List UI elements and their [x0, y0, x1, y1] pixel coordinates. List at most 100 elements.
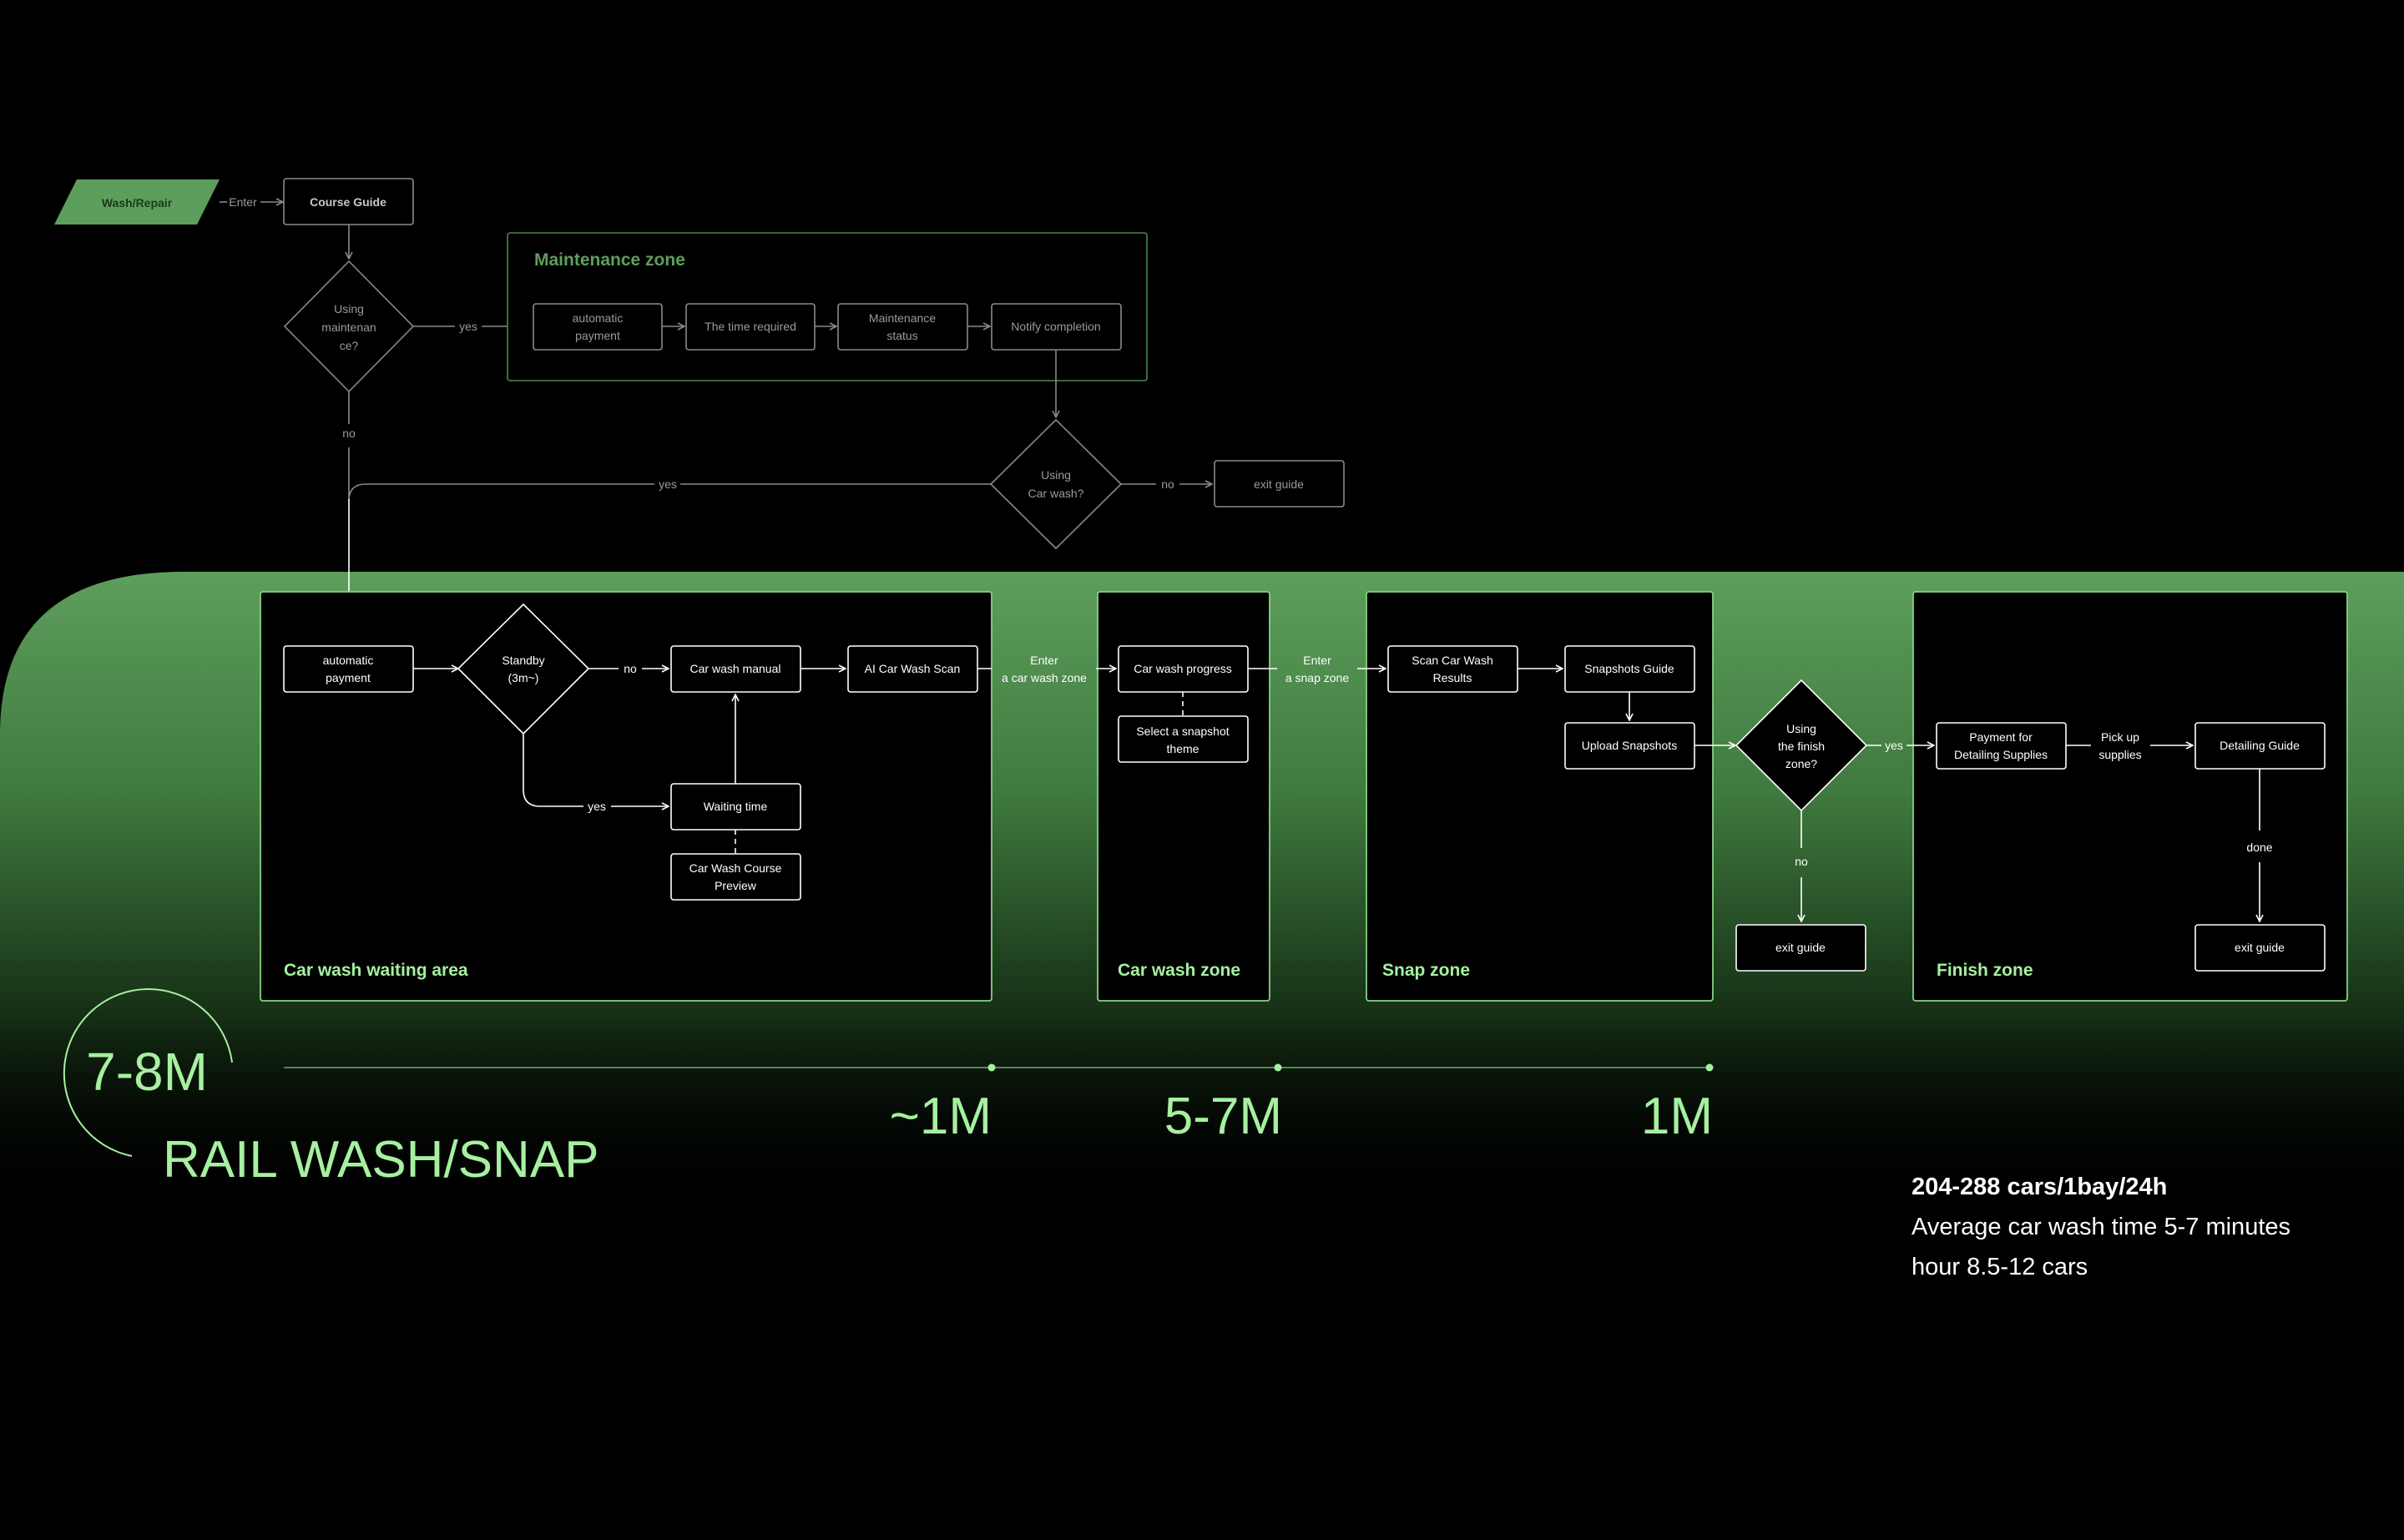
standby-line1: Standby: [502, 654, 544, 667]
maintenance-step-status-line2: status: [886, 329, 917, 342]
enter-snap-line2: a snap zone: [1285, 671, 1349, 684]
maintenance-zone: Maintenance zone: [507, 232, 1148, 381]
enter-carwash-line1: Enter: [1030, 654, 1058, 667]
carwash-progress-box: Car wash progress: [1118, 645, 1249, 693]
snapshot-theme-line1: Select a snapshot: [1136, 725, 1229, 738]
maintenance-zone-title: Maintenance zone: [534, 250, 685, 270]
pickup-line1: Pick up: [2101, 730, 2139, 744]
dimension-dot-3: [1705, 1063, 1714, 1072]
waiting-area-zone: Car wash waiting area: [260, 591, 992, 1002]
carwash-yes-label: yes: [659, 477, 677, 491]
done-label: done: [2246, 841, 2272, 854]
snapshot-theme-box: Select a snapshot theme: [1118, 715, 1249, 763]
decision-finish: Using the finish zone?: [1735, 679, 1868, 812]
standby-yes-label: yes: [588, 800, 606, 813]
decision-carwash: Using Car wash?: [989, 418, 1123, 550]
finish-exit-box: exit guide: [2194, 924, 2326, 972]
carwash-zone: Car wash zone: [1097, 591, 1270, 1002]
snapshots-guide-box: Snapshots Guide: [1564, 645, 1695, 693]
decision-carwash-line1: Using: [1041, 468, 1071, 482]
maintenance-step-status-line1: Maintenance: [869, 311, 936, 325]
decision-maintenance: Using maintenan ce?: [283, 260, 415, 393]
enter-snap-line1: Enter: [1303, 654, 1331, 667]
detailing-payment-box: Payment for Detailing Supplies: [1936, 722, 2067, 770]
standby-no-label: no: [624, 662, 637, 675]
snapshots-guide-label: Snapshots Guide: [1584, 662, 1674, 675]
decision-maintenance-line2: maintenan: [321, 321, 376, 334]
summary-block: 204-288 cars/1bay/24h Average car wash t…: [1912, 1167, 2290, 1287]
waiting-area-title: Car wash waiting area: [284, 961, 468, 980]
course-preview-box: Car Wash Course Preview: [670, 853, 801, 901]
standby-line2: (3m~): [508, 671, 539, 684]
summary-per-hour: hour 8.5-12 cars: [1912, 1254, 2088, 1280]
snap-zone-title: Snap zone: [1382, 961, 1470, 980]
exit-guide-top-box: exit guide: [1214, 460, 1345, 507]
dimension-dot-1: [987, 1063, 996, 1072]
course-preview-line1: Car Wash Course: [689, 861, 782, 875]
ai-scan-box: AI Car Wash Scan: [847, 645, 978, 693]
decision-finish-line2: the finish: [1778, 740, 1825, 753]
course-guide-label: Course Guide: [310, 195, 386, 209]
rail-total: 7-8M: [86, 1042, 208, 1102]
upload-snapshots-label: Upload Snapshots: [1582, 739, 1677, 752]
finish-no-label: no: [1795, 855, 1808, 868]
finish-yes-label: yes: [1885, 739, 1903, 752]
carwash-zone-title: Car wash zone: [1118, 961, 1240, 980]
waiting-payment-box: automatic payment: [283, 645, 414, 693]
detailing-guide-label: Detailing Guide: [2220, 739, 2300, 752]
maintenance-step-time-label: The time required: [705, 320, 796, 333]
scan-results-line2: Results: [1433, 671, 1472, 684]
maintenance-step-time: The time required: [685, 303, 816, 351]
summary-avg-time: Average car wash time 5-7 minutes: [1912, 1214, 2291, 1240]
waiting-time-box: Waiting time: [670, 783, 801, 831]
start-label: Wash/Repair: [102, 196, 173, 210]
pickup-line2: supplies: [2098, 748, 2141, 761]
upload-snapshots-box: Upload Snapshots: [1564, 722, 1695, 770]
ai-scan-label: AI Car Wash Scan: [865, 662, 961, 675]
detailing-payment-line2: Detailing Supplies: [1954, 748, 2048, 761]
carwash-manual-box: Car wash manual: [670, 645, 801, 693]
maintenance-no-label: no: [342, 427, 356, 440]
rail-arc: [63, 988, 233, 1157]
finish-zone: Finish zone: [1912, 591, 2348, 1002]
dimension-1m-first: ~1M: [890, 1088, 992, 1145]
carwash-progress-label: Car wash progress: [1134, 662, 1232, 675]
course-preview-line2: Preview: [715, 879, 757, 892]
finish-exit-label: exit guide: [2235, 941, 2285, 954]
scan-results-line1: Scan Car Wash: [1412, 654, 1493, 667]
rail-name: RAIL WASH/SNAP: [163, 1131, 599, 1189]
maintenance-step-status: Maintenance status: [837, 303, 968, 351]
exit-guide-mid-label: exit guide: [1775, 941, 1826, 954]
start-parallelogram: Wash/Repair: [54, 179, 220, 225]
detailing-payment-line1: Payment for: [1969, 730, 2033, 744]
maintenance-step-payment-line1: automatic: [573, 311, 624, 325]
decision-carwash-line2: Car wash?: [1028, 487, 1084, 500]
decision-standby: Standby (3m~): [457, 603, 590, 735]
maintenance-step-notify: Notify completion: [991, 303, 1122, 351]
enter-carwash-line2: a car wash zone: [1002, 671, 1087, 684]
snap-zone: Snap zone: [1366, 591, 1714, 1002]
exit-guide-top-label: exit guide: [1254, 477, 1304, 491]
enter-label: Enter: [229, 195, 257, 209]
carwash-manual-label: Car wash manual: [690, 662, 781, 675]
dimension-1m-last: 1M: [1641, 1088, 1713, 1145]
waiting-payment-line2: payment: [326, 671, 371, 684]
scan-results-box: Scan Car Wash Results: [1387, 645, 1518, 693]
snapshot-theme-line2: theme: [1167, 742, 1199, 755]
decision-maintenance-line3: ce?: [340, 339, 359, 352]
course-guide-box: Course Guide: [283, 178, 414, 225]
decision-finish-line3: zone?: [1785, 757, 1817, 770]
exit-guide-mid-box: exit guide: [1735, 924, 1866, 972]
maintenance-step-notify-label: Notify completion: [1011, 320, 1100, 333]
maintenance-step-payment: automatic payment: [533, 303, 663, 351]
dimension-dot-2: [1274, 1063, 1282, 1072]
detailing-guide-box: Detailing Guide: [2194, 722, 2326, 770]
finish-zone-title: Finish zone: [1937, 961, 2033, 980]
maintenance-yes-label: yes: [459, 320, 477, 333]
decision-finish-line1: Using: [1786, 722, 1816, 735]
decision-maintenance-line1: Using: [334, 302, 364, 316]
waiting-time-label: Waiting time: [704, 800, 768, 813]
dimension-5-7m: 5-7M: [1164, 1088, 1282, 1145]
carwash-no-label: no: [1161, 477, 1174, 491]
